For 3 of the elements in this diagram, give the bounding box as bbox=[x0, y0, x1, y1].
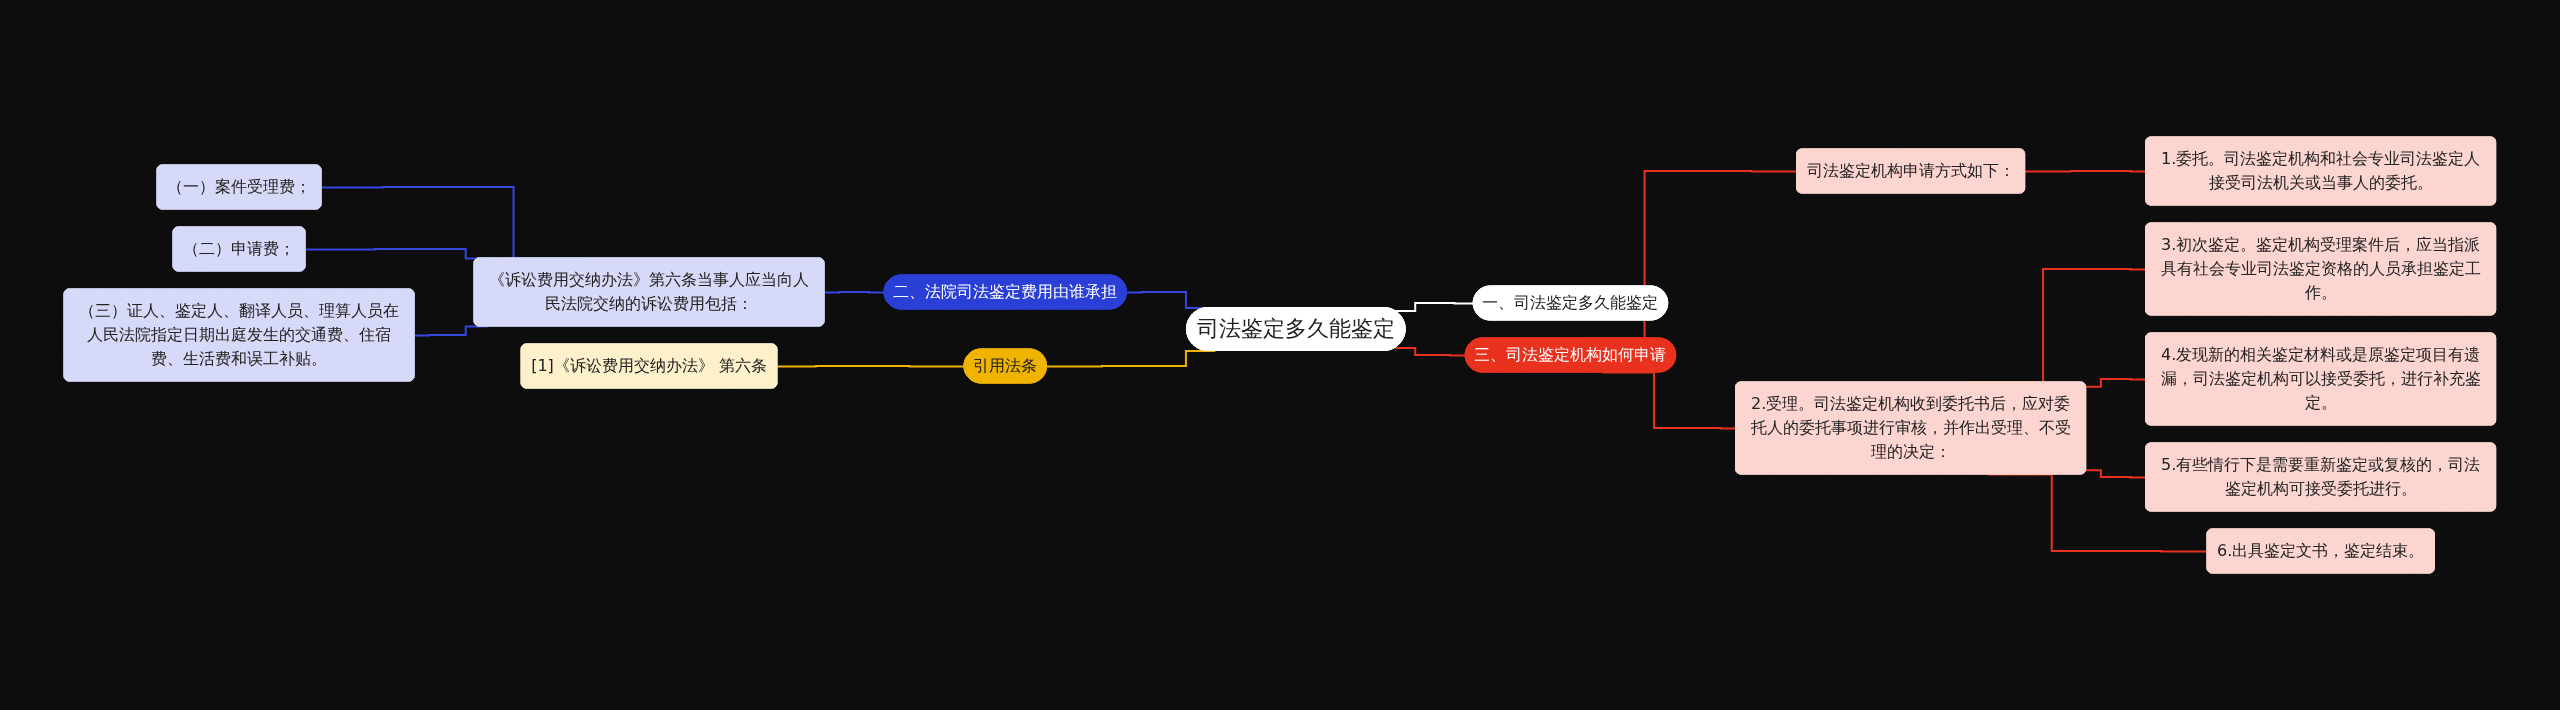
connector bbox=[823, 291, 886, 294]
connector bbox=[776, 365, 966, 368]
connector bbox=[1394, 346, 1467, 357]
